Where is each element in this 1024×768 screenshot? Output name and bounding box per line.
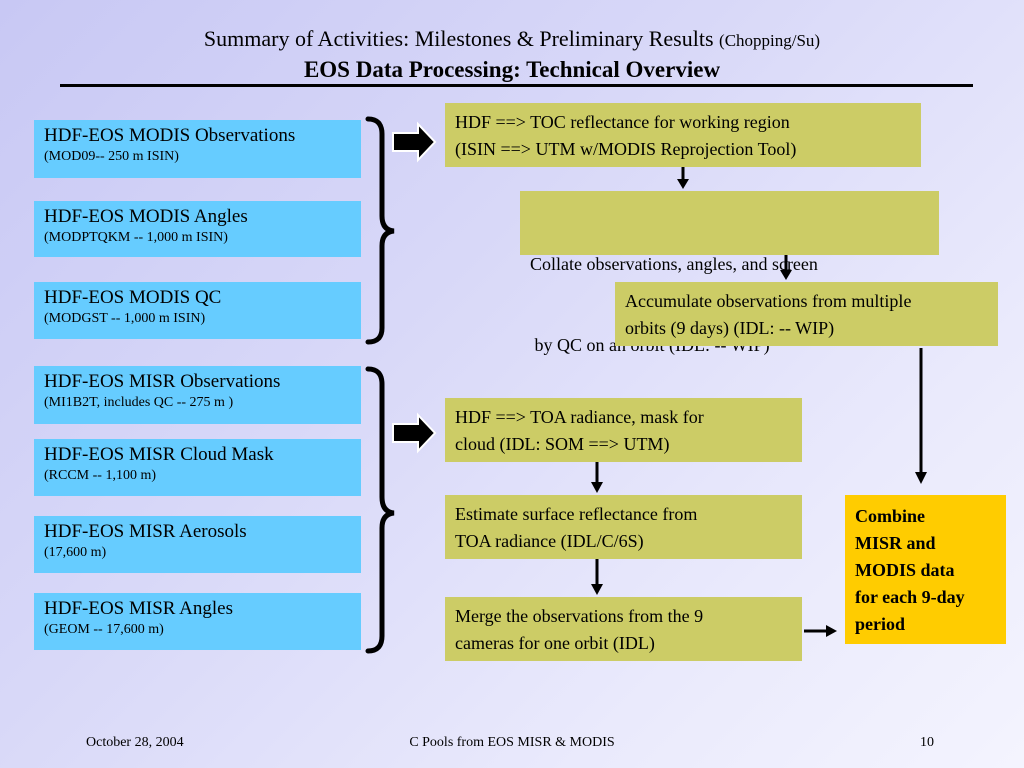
misr-angles-box: HDF-EOS MISR Angles (GEOM -- 17,600 m) (34, 593, 361, 650)
modis-observations-box: HDF-EOS MODIS Observations (MOD09-- 250 … (34, 120, 361, 178)
title-attribution: (Chopping/Su) (719, 31, 821, 50)
misr-block-arrow (392, 412, 437, 454)
combine-line: Combine (855, 506, 926, 526)
modis-brace (365, 116, 395, 345)
misr-cloud-mask-box: HDF-EOS MISR Cloud Mask (RCCM -- 1,100 m… (34, 439, 361, 496)
modis-block-arrow (392, 121, 437, 163)
input-title: HDF-EOS MISR Aerosols (44, 521, 247, 542)
input-title: HDF-EOS MISR Observations (44, 371, 281, 392)
arrow-collate-to-accumulate (780, 255, 792, 280)
step-line: HDF ==> TOC reflectance for working regi… (455, 112, 790, 132)
modis-angles-box: HDF-EOS MODIS Angles (MODPTQKM -- 1,000 … (34, 201, 361, 257)
step-line: cloud (IDL: SOM ==> UTM) (455, 434, 670, 454)
input-title: HDF-EOS MODIS Observations (44, 125, 296, 146)
step-line: (ISIN ==> UTM w/MODIS Reprojection Tool) (455, 139, 797, 159)
arrow-toa-to-surface (591, 462, 603, 493)
arrow-accumulate-to-combine (915, 348, 927, 484)
combine-line: MISR and (855, 533, 936, 553)
step-line: HDF ==> TOA radiance, mask for (455, 407, 704, 427)
input-title: HDF-EOS MODIS Angles (44, 206, 248, 227)
input-detail: (17,600 m) (44, 545, 107, 560)
title-underline (60, 84, 973, 87)
misr-step-toa-radiance: HDF ==> TOA radiance, mask for cloud (ID… (445, 398, 802, 462)
misr-step-merge-cameras: Merge the observations from the 9 camera… (445, 597, 802, 661)
footer-date: October 28, 2004 (86, 735, 184, 750)
modis-step-accumulate: Accumulate observations from multiple or… (615, 282, 998, 346)
step-line: cameras for one orbit (IDL) (455, 633, 655, 653)
modis-qc-box: HDF-EOS MODIS QC (MODGST -- 1,000 m ISIN… (34, 282, 361, 339)
input-title: HDF-EOS MISR Angles (44, 598, 233, 619)
step-line: TOA radiance (IDL/C/6S) (455, 531, 644, 551)
input-detail: (GEOM -- 17,600 m) (44, 622, 164, 637)
input-title: HDF-EOS MISR Cloud Mask (44, 444, 274, 465)
arrow-surface-to-merge (591, 559, 603, 595)
combine-line: period (855, 614, 906, 634)
arrow-merge-to-combine (804, 625, 837, 637)
misr-step-surface-reflectance: Estimate surface reflectance from TOA ra… (445, 495, 802, 559)
combine-box: Combine MISR and MODIS data for each 9-d… (845, 495, 1006, 644)
arrow-reproject-to-collate (677, 167, 689, 189)
input-title: HDF-EOS MODIS QC (44, 287, 222, 308)
slide-subtitle: EOS Data Processing: Technical Overview (303, 57, 721, 82)
modis-step-reproject: HDF ==> TOC reflectance for working regi… (445, 103, 921, 167)
input-detail: (MI1B2T, includes QC -- 275 m ) (44, 395, 234, 410)
step-line: Collate observations, angles, and screen (530, 254, 818, 274)
input-detail: (MODPTQKM -- 1,000 m ISIN) (44, 230, 228, 245)
combine-line: for each 9-day (855, 587, 965, 607)
slide-title: Summary of Activities: Milestones & Prel… (0, 26, 1024, 54)
step-line: Estimate surface reflectance from (455, 504, 698, 524)
input-detail: (MODGST -- 1,000 m ISIN) (44, 311, 206, 326)
misr-observations-box: HDF-EOS MISR Observations (MI1B2T, inclu… (34, 366, 361, 424)
misr-aerosols-box: HDF-EOS MISR Aerosols (17,600 m) (34, 516, 361, 573)
misr-brace (365, 366, 395, 654)
page-number: 10 (920, 735, 934, 750)
step-line: Merge the observations from the 9 (455, 606, 704, 626)
combine-line: MODIS data (855, 560, 955, 580)
input-detail: (MOD09-- 250 m ISIN) (44, 149, 179, 164)
footer-center: C Pools from EOS MISR & MODIS (409, 735, 615, 750)
title-text: Summary of Activities: Milestones & Prel… (203, 26, 714, 51)
step-line: orbits (9 days) (IDL: -- WIP) (625, 318, 835, 338)
modis-step-collate: Collate observations, angles, and screen… (520, 191, 939, 355)
input-detail: (RCCM -- 1,100 m) (44, 468, 156, 483)
step-line: Accumulate observations from multiple (625, 291, 912, 311)
